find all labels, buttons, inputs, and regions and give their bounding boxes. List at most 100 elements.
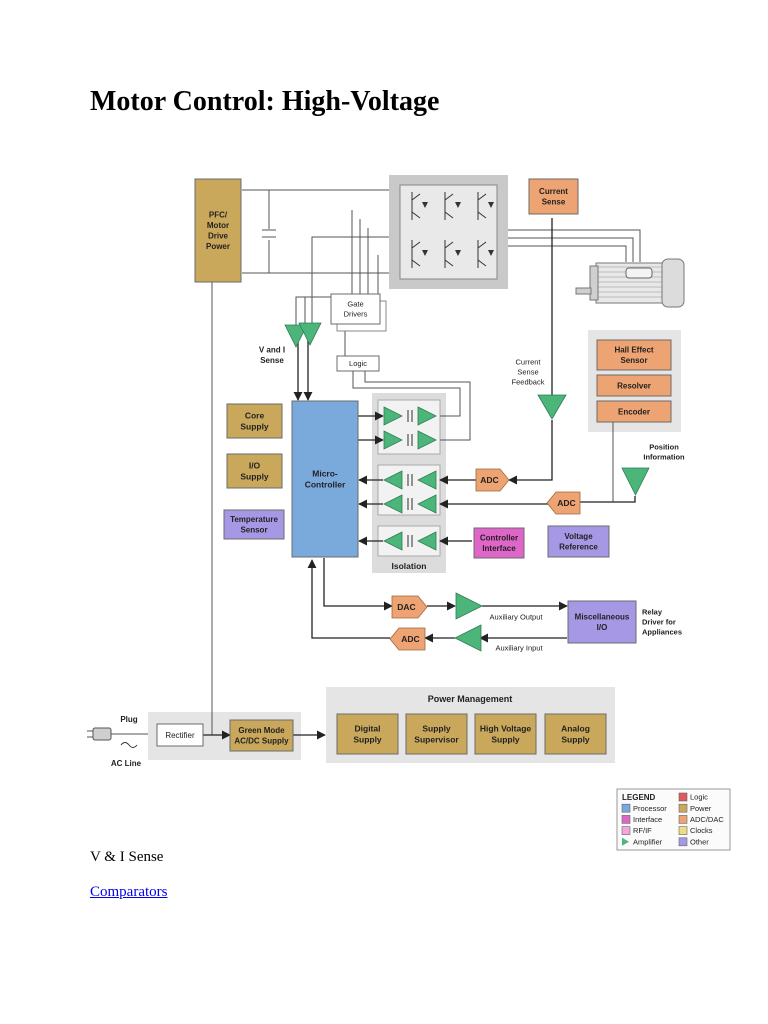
legend-item-label: Clocks [690,826,713,835]
isolator-amplifier [383,470,403,490]
voltage-reference-block [547,525,610,558]
legend-swatch-power [678,803,688,813]
isolation-label: Isolation [392,561,427,571]
auxiliary-output-label: Auxiliary Output [490,613,544,622]
microcontroller-block [291,400,359,558]
isolator-amplifier [383,494,403,514]
current-sense-block [528,178,579,215]
analog-supply-block [544,713,607,755]
legend-item-label: Power [690,804,712,813]
legend-title: LEGEND [622,793,656,802]
comparators-link[interactable]: Comparators [90,884,168,900]
legend-swatch-clocks [678,826,688,835]
green-mode-supply-block [229,719,294,752]
isolator-amplifier [417,531,437,551]
current-feedback-amplifier [537,394,567,420]
aux-input-amplifier [454,624,482,652]
isolator-amplifier [383,430,403,450]
igbt-switch [411,192,428,220]
adc-current-feedback-label: ADC [480,475,498,485]
adc-auxiliary-label: ADC [401,634,419,644]
igbt-switch [444,240,461,268]
aux-output-amplifier [455,592,483,620]
i-sense-amplifier [298,322,322,346]
legend-item-label: Processor [633,804,667,813]
logic-to-iso-wire-1 [352,370,461,417]
legend-box [616,788,731,851]
encoder-block [596,400,672,423]
i-sense-wire [311,236,389,325]
pfc-motor-drive-power [194,178,242,283]
isolator-amplifier [417,406,437,426]
igbt-switch [444,192,461,220]
hall-effect-sensor-block [596,339,672,371]
dac-auxiliary-label: DAC [397,602,415,612]
position-wire [580,496,636,503]
pfc-to-supply-wire [211,282,230,736]
legend-swatch-processor [621,803,631,813]
isolator-amplifier [417,470,437,490]
supply-supervisor-block [405,713,468,755]
legend-amplifier-swatch [622,837,629,846]
high-voltage-supply-block [474,713,537,755]
legend-item-label: Interface [633,815,662,824]
dac-auxiliary [391,595,428,619]
legend-swatch-logic [678,792,688,802]
legend-item-label: Other [690,837,709,846]
adc-position-label: ADC [557,498,575,508]
current-feedback-arrow [508,420,553,485]
logic-to-iso-wire-2 [364,370,471,441]
digital-supply-block [336,713,399,755]
motor-icon [575,258,685,308]
legend-item-label: ADC/DAC [690,815,724,824]
miscellaneous-io-block [567,600,637,644]
rectifier-block [156,723,204,747]
adc-auxiliary [389,627,426,651]
legend-item-label: RF/IF [633,826,652,835]
resolver-block-label: Resolver [617,381,651,390]
io-supply-block [226,453,283,489]
inverter-bridge [399,184,498,280]
adc-current-feedback [475,468,510,492]
logic-block [336,355,380,372]
power-management-label: Power Management [428,694,513,704]
legend-item-label: Logic [690,793,708,802]
isolator-amplifier [383,406,403,426]
rectifier-block-label: Rectifier [165,731,195,740]
isolator-amplifier [383,531,403,551]
ac-sine-icon [120,742,138,748]
position-amplifier [621,467,650,496]
legend-swatch-rf-if [621,826,631,835]
resolver-block [596,374,672,397]
isolator-amplifier [417,494,437,514]
encoder-to-adc-wire [580,420,614,503]
controller-interface-block [473,527,525,559]
core-supply-block [226,403,283,439]
legend-item-label: Amplifier [633,837,663,846]
adc-position [546,491,581,515]
igbt-switch [477,192,494,220]
gate-drivers-block [330,293,381,325]
page-title: Motor Control: High-Voltage [90,86,440,117]
encoder-block-label: Encoder [618,407,650,416]
mcu-to-dac-arrow [323,558,393,611]
microcontroller-block-label: Micro-Controller [305,468,346,489]
auxiliary-input-label: Auxiliary Input [495,644,543,653]
legend-swatch-other [678,837,688,847]
